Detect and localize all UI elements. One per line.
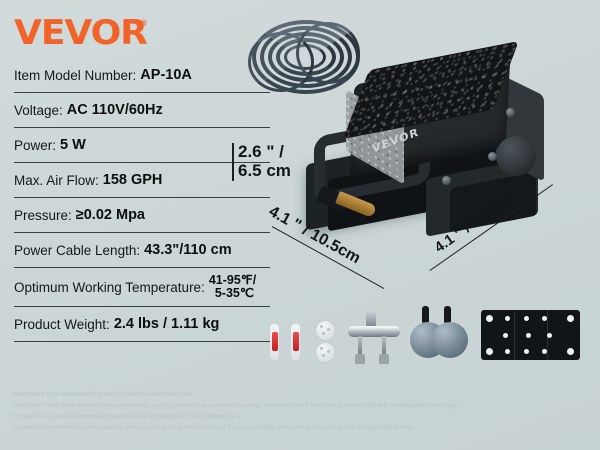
accessory-check-valve [291, 324, 300, 360]
accessory-suction-cup [315, 342, 336, 363]
specification-table: Item Model Number: AP-10A Voltage: AC 11… [14, 58, 270, 342]
accessory-check-valve [270, 324, 279, 360]
spec-value: 5 W [60, 137, 86, 153]
disclaimer-line-4: You are kindly reminded to verify carefu… [12, 425, 414, 431]
spec-row: Max. Air Flow: 158 GPH [14, 163, 270, 198]
disclaimer-line-3: top brands and does not necessarily mean… [12, 414, 245, 420]
spec-label: Power Cable Length: [14, 242, 141, 258]
accessory-suction-cup [315, 320, 336, 341]
spec-value: AP-10A [140, 67, 192, 83]
spec-value: 43.3"/110 cm [144, 242, 232, 258]
spec-value: 158 GPH [102, 172, 163, 188]
accessory-mounting-plate [481, 310, 580, 360]
temperature-fahrenheit: 41-95℉/ [208, 273, 257, 287]
dimension-height-line1: 2.6 " / [238, 142, 284, 161]
spec-value-temperature: 41-95℉/ 5-35℃ [209, 274, 256, 300]
footer-disclaimer: We continue to be committed to provide y… [12, 391, 590, 435]
spec-row: Item Model Number: AP-10A [14, 58, 270, 93]
spec-label: Pressure: [14, 207, 72, 223]
brand-wordmark: VEVOR [14, 13, 148, 53]
spec-label: Power: [14, 137, 57, 153]
spec-row: Power Cable Length: 43.3"/110 cm [14, 233, 270, 268]
dimension-height-line2: 6.5 cm [238, 161, 291, 180]
spec-label: Optimum Working Temperature: [14, 279, 205, 295]
disclaimer-line-2: "Save Half"or any other similar expressi… [12, 403, 459, 409]
registered-trademark-icon: ® [140, 18, 147, 28]
spec-value: AC 110V/60Hz [66, 102, 163, 118]
spec-label: Item Model Number: [14, 67, 137, 83]
spec-row: Voltage: AC 110V/60Hz [14, 93, 270, 128]
spec-row: Power: 5 W [14, 128, 270, 163]
spec-value: 2.4 lbs / 1.11 kg [113, 316, 220, 332]
spec-row: Product Weight: 2.4 lbs / 1.11 kg [14, 307, 270, 342]
dimension-height-label: 2.6 " / 6.5 cm [232, 142, 291, 181]
disclaimer-line-1: We continue to be committed to provide y… [12, 392, 195, 398]
spec-row: Pressure: ≥0.02 Mpa [14, 198, 270, 233]
spec-row-temperature: Optimum Working Temperature: 41-95℉/ 5-3… [14, 268, 270, 307]
spec-value: ≥0.02 Mpa [75, 207, 145, 223]
spec-label: Voltage: [14, 102, 63, 118]
spec-label: Max. Air Flow: [14, 172, 99, 188]
temperature-celsius: 5-35℃ [214, 286, 254, 300]
vevor-logo: VEVOR ® [14, 13, 148, 53]
air-pump-product-photo: VEVOR [300, 40, 562, 238]
spec-label: Product Weight: [14, 316, 110, 332]
coiled-air-tubing [248, 18, 360, 94]
